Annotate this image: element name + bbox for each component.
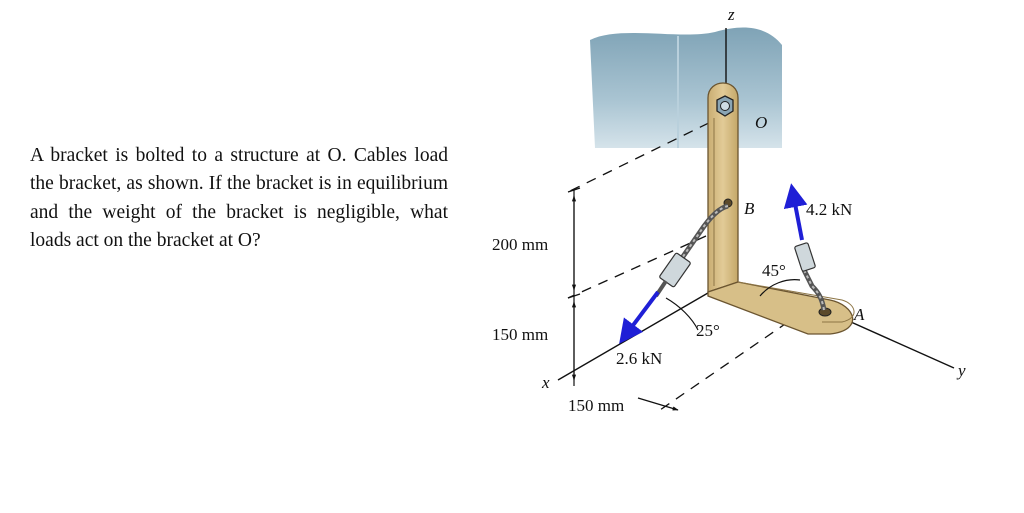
cable-at-a	[794, 242, 827, 311]
point-a-label: A	[853, 305, 865, 324]
y-axis	[841, 317, 955, 369]
x-axis-label: x	[541, 373, 550, 392]
point-b-label: B	[744, 199, 755, 218]
bracket-diagram: z x y	[492, 5, 966, 415]
z-axis-label: z	[727, 5, 735, 24]
force-arrow-2-6kn	[619, 290, 660, 344]
y-axis-label: y	[956, 361, 966, 380]
angle-arc-25	[665, 297, 699, 331]
dim-150-horizontal-label: 150 mm	[568, 396, 624, 415]
support-structure	[590, 27, 782, 148]
bolt-at-o	[716, 95, 734, 117]
point-o-label: O	[755, 113, 767, 132]
angle-arc-45	[759, 279, 801, 297]
dimension-lines	[567, 187, 581, 386]
bracket-leg-top	[737, 281, 855, 323]
problem-statement: A bracket is bolted to a structure at O.…	[30, 145, 448, 251]
dim-150-horizontal-arrow	[637, 397, 679, 411]
force-4-2kn-label: 4.2 kN	[806, 200, 852, 219]
angle-45-label: 45°	[762, 261, 786, 280]
dim-200-label: 200 mm	[492, 235, 548, 254]
bracket-horizontal-leg	[707, 281, 854, 335]
bracket-vertical-bar	[707, 82, 739, 293]
dim-150-vertical-label: 150 mm	[492, 325, 548, 344]
force-2-6kn-label: 2.6 kN	[616, 349, 662, 368]
force-arrow-4-2kn	[783, 183, 808, 241]
angle-25-label: 25°	[696, 321, 720, 340]
dashed-construction-lines	[567, 114, 789, 411]
